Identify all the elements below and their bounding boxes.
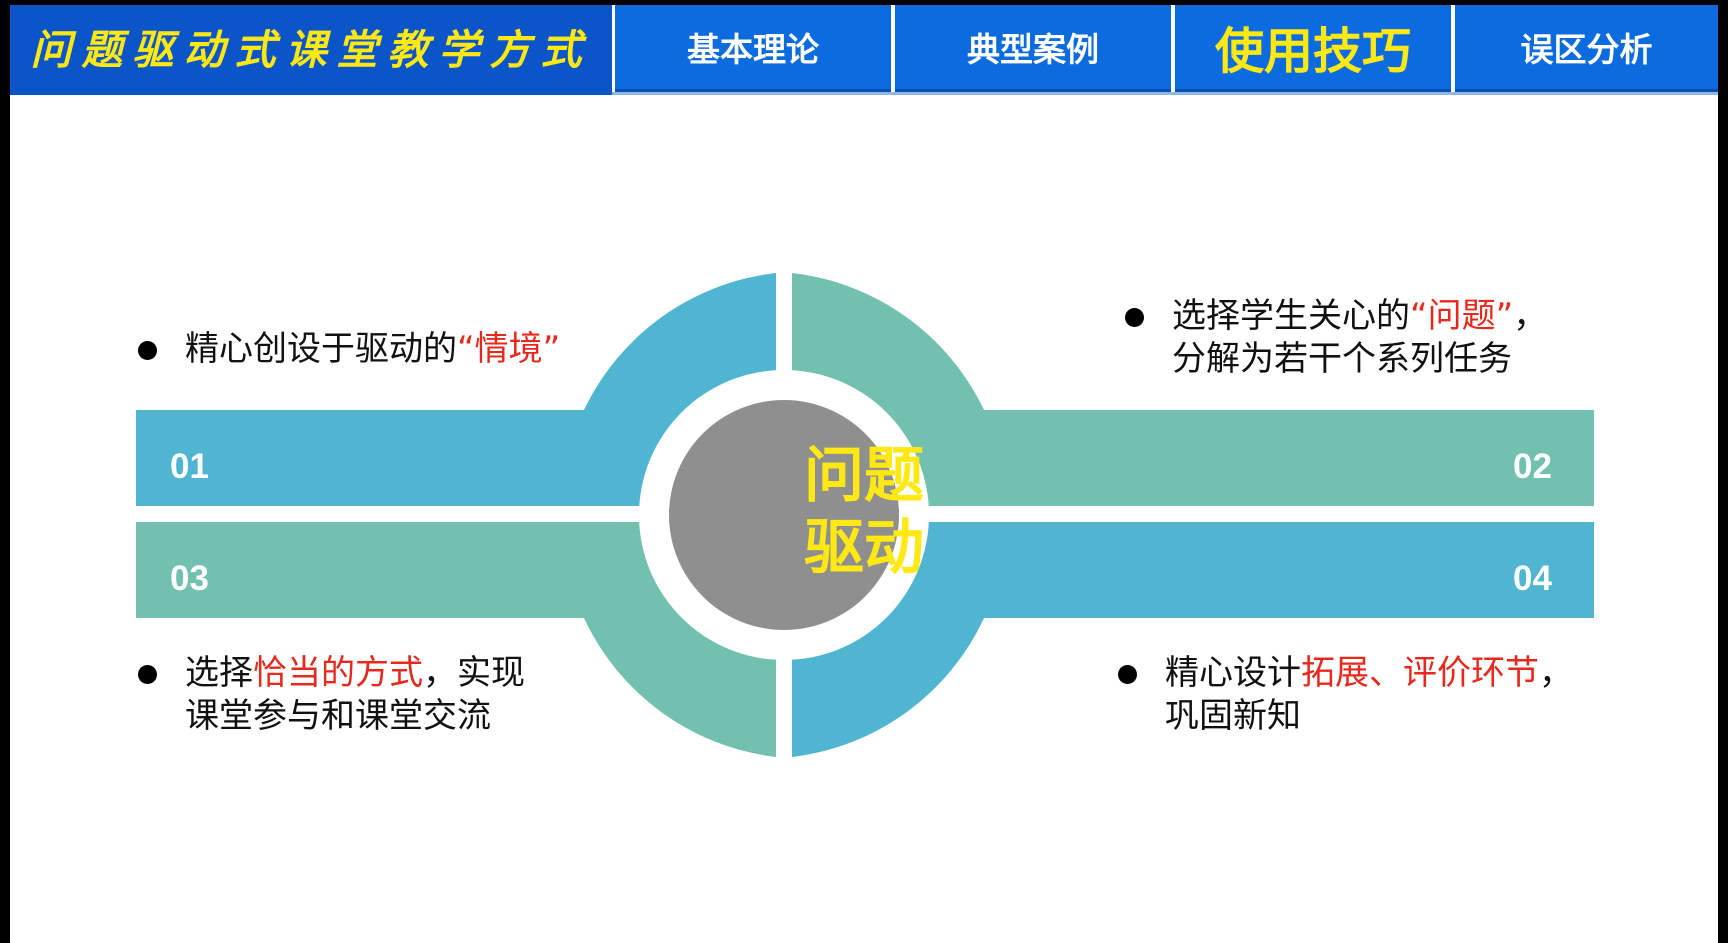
tab-usage-tips[interactable]: 使用技巧 [1175, 5, 1451, 92]
tab-misconception-analysis[interactable]: 误区分析 [1455, 5, 1718, 92]
center-circle [669, 400, 899, 630]
number-02: 02 [1513, 447, 1552, 486]
number-03: 03 [170, 559, 209, 598]
question-driven-diagram [136, 273, 1594, 757]
point-01-text: 精心创设于驱动的 [185, 329, 457, 369]
course-title: 问题驱动式课堂教学方式 [10, 5, 612, 95]
arc-quadrant-01 [584, 273, 776, 410]
tab-basic-theory[interactable]: 基本理论 [615, 5, 891, 92]
point-02: 选择学生关心的“问题”， 分解为若干个系列任务 [1125, 295, 1548, 381]
point-02-line2: 分解为若干个系列任务 [1172, 339, 1512, 379]
point-04-text: 精心设计 [1165, 653, 1301, 693]
point-03-text-2: ，实现 [423, 653, 525, 693]
bullet-dot [1125, 308, 1144, 327]
center-label: 问题 驱动 [741, 440, 987, 584]
header-divider [612, 92, 1718, 95]
center-label-line2: 驱动 [804, 513, 924, 583]
point-02-highlight: “问题” [1410, 296, 1514, 336]
point-02-text: 选择学生关心的 [1172, 296, 1410, 336]
point-01: 精心创设于驱动的“情境” [138, 328, 561, 371]
point-01-highlight: “情境” [457, 329, 561, 369]
point-03-text: 选择 [185, 653, 253, 693]
bullet-dot [138, 665, 157, 684]
bullet-dot [1118, 665, 1137, 684]
point-04-line2: 巩固新知 [1165, 696, 1301, 736]
point-04-punct: ， [1539, 653, 1573, 693]
slide: 问题驱动式课堂教学方式 基本理论 典型案例 使用技巧 误区分析 01 02 03… [10, 5, 1718, 943]
arc-quadrant-03 [584, 618, 776, 757]
center-label-line1: 问题 [804, 441, 924, 511]
point-04-highlight: 拓展、评价环节 [1301, 653, 1539, 693]
top-navigation-bar: 问题驱动式课堂教学方式 基本理论 典型案例 使用技巧 误区分析 [10, 5, 1718, 97]
tab-typical-cases[interactable]: 典型案例 [895, 5, 1171, 92]
arc-quadrant-02 [792, 273, 984, 410]
bullet-dot [138, 341, 157, 360]
point-03: 选择恰当的方式，实现 课堂参与和课堂交流 [138, 652, 525, 738]
point-04: 精心设计拓展、评价环节， 巩固新知 [1118, 652, 1573, 738]
point-03-highlight: 恰当的方式 [253, 653, 423, 693]
number-04: 04 [1513, 559, 1552, 598]
point-02-punct: ， [1513, 296, 1548, 336]
number-01: 01 [170, 447, 209, 486]
arc-quadrant-04 [792, 618, 984, 757]
point-03-line2: 课堂参与和课堂交流 [185, 696, 491, 736]
